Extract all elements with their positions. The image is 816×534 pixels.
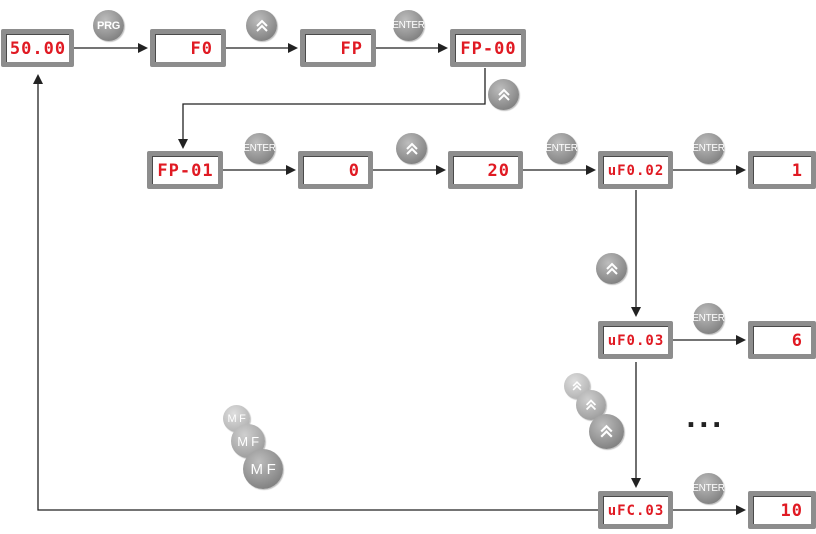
display-fp-00: FP-00 — [450, 29, 526, 67]
display-uf0-02: uF0.02 — [598, 151, 673, 189]
prg-key-label: PRG — [97, 19, 120, 32]
chevron-double-up-icon — [572, 381, 582, 391]
up-key[interactable] — [246, 10, 277, 41]
chevron-double-up-icon — [605, 262, 618, 275]
display-text: FP — [305, 34, 371, 62]
display-text: uFC.03 — [603, 496, 668, 524]
display-text: 0 — [303, 156, 368, 184]
up-key[interactable] — [589, 414, 624, 449]
display-text: 10 — [753, 496, 811, 524]
up-key[interactable] — [396, 133, 427, 164]
display-text: F0 — [155, 34, 221, 62]
enter-key[interactable]: ENTER — [692, 303, 725, 334]
enter-key-label: ENTER — [392, 20, 425, 31]
display-text: uF0.02 — [603, 156, 668, 184]
mf-key-label: M F — [227, 412, 246, 425]
display-value-1: 1 — [748, 151, 816, 189]
mf-key[interactable]: M F — [243, 449, 283, 489]
display-group-f0: F0 — [150, 29, 226, 67]
ellipsis: ... — [686, 404, 725, 434]
enter-key-label: ENTER — [692, 483, 725, 494]
mf-key-label: M F — [237, 433, 259, 449]
display-uf0-03: uF0.03 — [598, 321, 673, 359]
display-text: 6 — [753, 326, 811, 354]
display-value-6: 6 — [748, 321, 816, 359]
enter-key[interactable]: ENTER — [692, 133, 725, 164]
enter-key[interactable]: ENTER — [392, 10, 425, 41]
chevron-double-up-icon — [405, 142, 418, 155]
chevron-double-up-icon — [255, 19, 268, 32]
up-key[interactable] — [488, 79, 519, 110]
chevron-double-up-icon — [497, 88, 510, 101]
display-text: 1 — [753, 156, 811, 184]
enter-key-label: ENTER — [545, 143, 578, 154]
display-text: FP-00 — [455, 34, 521, 62]
enter-key-label: ENTER — [692, 143, 725, 154]
enter-key[interactable]: ENTER — [243, 133, 276, 164]
display-text: 50.00 — [6, 34, 69, 62]
chevron-double-up-icon — [585, 399, 597, 411]
prg-key[interactable]: PRG — [93, 10, 124, 41]
enter-key-label: ENTER — [243, 143, 276, 154]
display-value-20: 20 — [448, 151, 523, 189]
display-running-frequency: 50.00 — [1, 29, 74, 67]
enter-key[interactable]: ENTER — [545, 133, 578, 164]
arrow-return-to-display1 — [33, 74, 598, 511]
display-text: 20 — [453, 156, 518, 184]
enter-key-label: ENTER — [692, 313, 725, 324]
display-value-10: 10 — [748, 491, 816, 529]
arrow-display4-to-display5 — [178, 68, 486, 149]
display-text: uF0.03 — [603, 326, 668, 354]
display-group-fp: FP — [300, 29, 376, 67]
chevron-double-up-icon — [600, 424, 613, 438]
mf-key-label: M F — [250, 460, 276, 478]
display-text: FP-01 — [152, 156, 218, 184]
up-key[interactable] — [596, 253, 627, 284]
display-ufc-03: uFC.03 — [598, 491, 673, 529]
enter-key[interactable]: ENTER — [692, 473, 725, 504]
display-fp-01: FP-01 — [147, 151, 223, 189]
display-value-0: 0 — [298, 151, 373, 189]
